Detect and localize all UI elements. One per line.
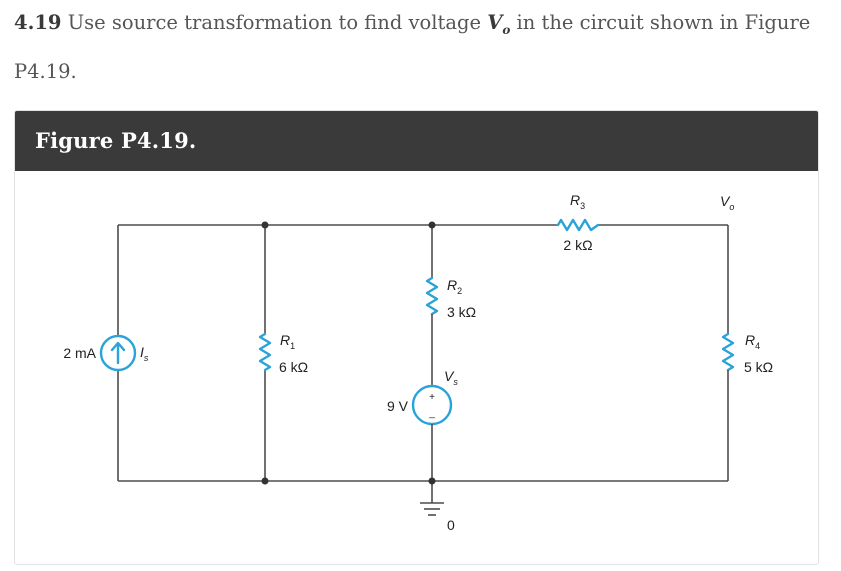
r1-sub: 1: [290, 341, 295, 351]
output-node-sub: o: [729, 202, 734, 212]
current-source-label: Is: [140, 344, 149, 363]
problem-statement: 4.19 Use source transformation to find v…: [14, 2, 824, 92]
r3-value: 2 kΩ: [563, 237, 592, 253]
r3-resistor: [556, 218, 600, 232]
r4-symbol: R: [745, 332, 755, 348]
current-source-symbol-text: I: [140, 344, 144, 360]
output-node-label: Vo: [720, 193, 734, 212]
r1-symbol: R: [280, 332, 290, 348]
problem-variable: Vo: [487, 11, 511, 37]
figure-card: Figure P4.19.: [14, 110, 819, 565]
problem-variable-symbol: V: [487, 11, 503, 34]
r3-label: R3: [570, 192, 585, 211]
r2-value: 3 kΩ: [447, 304, 476, 320]
current-source-sub: s: [144, 353, 149, 363]
voltage-source-minus: _: [428, 408, 435, 419]
r2-sub: 2: [457, 286, 462, 296]
current-source-symbol: [99, 334, 137, 372]
figure-title: Figure P4.19.: [15, 111, 818, 171]
r1-value: 6 kΩ: [279, 359, 308, 375]
current-source-arrow-head: [110, 341, 126, 352]
junction-bottom-ground: [428, 477, 436, 485]
output-node-symbol: V: [720, 193, 731, 209]
junction-top-r1: [261, 221, 269, 229]
voltage-source-value: 9 V: [387, 398, 409, 414]
voltage-source-label: Vs: [444, 368, 458, 387]
problem-text-after: in the circuit shown in Figure P4.19.: [14, 11, 811, 83]
r4-label: R4: [745, 332, 760, 351]
ground-label: 0: [447, 517, 455, 533]
junction-top-r2: [428, 221, 436, 229]
voltage-source-plus: +: [429, 392, 435, 403]
current-source-value: 2 mA: [63, 345, 96, 361]
problem-number: 4.19: [14, 11, 62, 34]
r1-resistor: [258, 332, 272, 372]
r3-symbol: R: [570, 192, 580, 208]
r4-resistor: [721, 332, 735, 372]
r1-label: R1: [280, 332, 295, 351]
r2-label: R2: [447, 277, 462, 296]
problem-variable-sub: o: [502, 22, 511, 37]
junction-bottom-r1: [261, 477, 269, 485]
voltage-source-symbol-text: V: [444, 368, 455, 384]
r2-resistor: [425, 276, 439, 316]
problem-text-before: Use source transformation to find voltag…: [61, 11, 488, 34]
r4-value: 5 kΩ: [744, 359, 773, 375]
r3-sub: 3: [580, 201, 585, 211]
r4-sub: 4: [755, 341, 760, 351]
r2-symbol: R: [447, 277, 457, 293]
voltage-source-sub: s: [453, 377, 458, 387]
